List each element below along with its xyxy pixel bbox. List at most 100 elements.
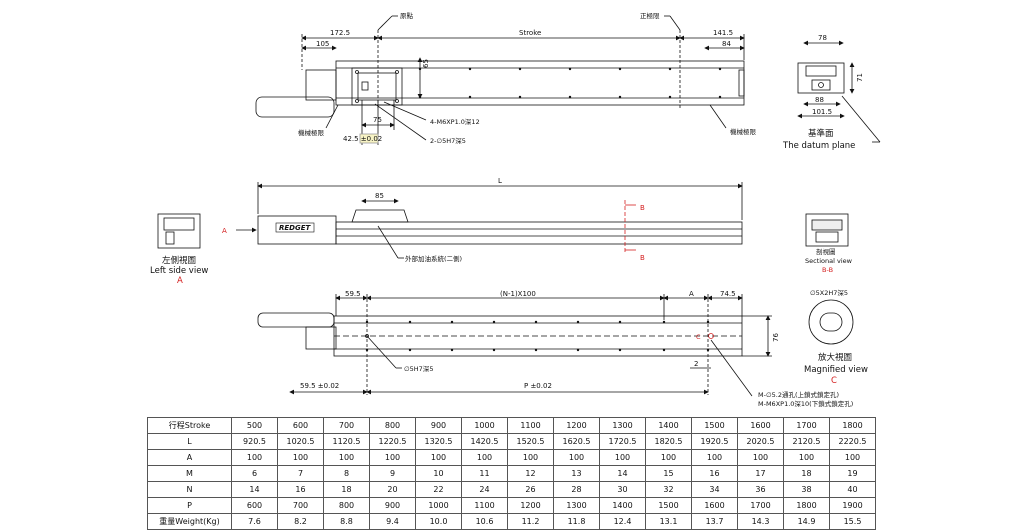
dim-88: 88 <box>815 96 824 104</box>
datum-plane-en: The datum plane <box>782 141 855 151</box>
bottom-view-text: 59.5 (N-1)X100 A 74.5 76 2 59.5 ±0.02 P … <box>300 290 853 408</box>
table-cell: 17 <box>737 465 784 482</box>
table-cell: 28 <box>553 481 600 498</box>
table-row-L: L 920.5 1020.5 1120.5 1220.5 1320.5 1420… <box>147 433 876 450</box>
table-cell: 1400 <box>599 497 646 514</box>
table-cell: 900 <box>369 497 416 514</box>
dim-85: 85 <box>375 192 384 200</box>
table-header-cell: 900 <box>415 417 462 434</box>
dim-59-5-tol: 59.5 ±0.02 <box>300 382 339 390</box>
table-cell: 12.4 <box>599 513 646 530</box>
dim-84: 84 <box>722 40 731 48</box>
table-cell: 600 <box>231 497 278 514</box>
table-cell: 14 <box>231 481 278 498</box>
magnified-view-en: Magnified view <box>804 365 868 375</box>
table-cell: 1620.5 <box>553 433 600 450</box>
table-header-cell: 1500 <box>691 417 738 434</box>
label-m6-thread: 4-M6XP1.0深12 <box>430 117 480 126</box>
dim-p-tol: P ±0.02 <box>524 382 552 390</box>
table-cell: P <box>147 497 232 514</box>
section-b-bottom: B <box>640 254 645 262</box>
table-cell: 100 <box>553 449 600 466</box>
table-cell: 1920.5 <box>691 433 738 450</box>
table-cell: 2120.5 <box>783 433 830 450</box>
label-pin-hole: 2-∅5H7深5 <box>430 136 466 145</box>
label-m-through-holes: M-∅5.2通孔(上鎖式鎖定孔) <box>758 390 839 399</box>
table-cell: 11 <box>461 465 508 482</box>
table-cell: 100 <box>507 449 554 466</box>
end-view-top <box>797 40 881 143</box>
magnified-view-tag: C <box>831 376 837 386</box>
table-cell: 38 <box>783 481 830 498</box>
motor-body <box>255 96 335 118</box>
table-cell: 16 <box>691 465 738 482</box>
side-carriage <box>351 209 409 223</box>
dim-65: 65 <box>422 59 430 68</box>
dim-101-5: 101.5 <box>812 108 832 116</box>
table-header-cell: 1200 <box>553 417 600 434</box>
table-header-cell: 1600 <box>737 417 784 434</box>
dim-n1x100: (N-1)X100 <box>500 290 536 298</box>
table-cell: 100 <box>277 449 324 466</box>
label-slot: ∅5X2H7深5 <box>810 288 848 297</box>
bottom-view <box>257 294 772 397</box>
table-header-cell: 1700 <box>783 417 830 434</box>
table-cell: 重量Weight(Kg) <box>147 513 232 530</box>
table-cell: 1220.5 <box>369 433 416 450</box>
top-view <box>255 15 745 145</box>
table-cell: 1700 <box>737 497 784 514</box>
magnified-view <box>808 299 854 345</box>
table-cell: N <box>147 481 232 498</box>
sectional-view-en: Sectional view <box>805 257 853 265</box>
dim-141-5: 141.5 <box>713 29 733 37</box>
table-header-cell: 500 <box>231 417 278 434</box>
left-side-view-cn: 左側視圖 <box>162 255 196 266</box>
table-header-cell: 800 <box>369 417 416 434</box>
table-cell: 100 <box>645 449 692 466</box>
table-cell: 1000 <box>415 497 462 514</box>
left-side-body <box>157 213 201 249</box>
table-cell: 1120.5 <box>323 433 370 450</box>
table-cell: 30 <box>599 481 646 498</box>
grease-system-label: 外部加油系統(二側) <box>405 254 462 263</box>
table-cell: 11.2 <box>507 513 554 530</box>
table-cell: 22 <box>415 481 462 498</box>
table-row-M: M 6 7 8 9 10 11 12 13 14 15 16 17 18 19 <box>147 465 876 482</box>
left-side-view <box>157 213 201 249</box>
dim-A: A <box>689 290 694 298</box>
table-cell: 700 <box>277 497 324 514</box>
table-cell: 1200 <box>507 497 554 514</box>
label-positive-limit: 正極限 <box>640 11 660 20</box>
dim-78: 78 <box>818 34 827 42</box>
table-row-A: A 100 100 100 100 100 100 100 100 100 10… <box>147 449 876 466</box>
table-cell: 2020.5 <box>737 433 784 450</box>
table-row-weight: 重量Weight(Kg) 7.6 8.2 8.8 9.4 10.0 10.6 1… <box>147 513 876 530</box>
dim-59-5: 59.5 <box>345 290 361 298</box>
dim-76: 76 <box>772 333 780 342</box>
table-cell: 100 <box>737 449 784 466</box>
table-header-cell: 1800 <box>829 417 876 434</box>
dim-172-5: 172.5 <box>330 29 350 37</box>
table-cell: 100 <box>231 449 278 466</box>
brand-label: REDGET <box>279 224 312 232</box>
table-header-cell: 1400 <box>645 417 692 434</box>
label-hole-5h7: ∅5H7深5 <box>404 364 433 373</box>
magnified-circle <box>808 299 854 345</box>
table-cell: 1020.5 <box>277 433 324 450</box>
dim-71: 71 <box>856 73 864 82</box>
sectional-view-cn: 剖視圖 <box>816 247 836 256</box>
table-cell: 32 <box>645 481 692 498</box>
table-cell: 18 <box>783 465 830 482</box>
section-b-top: B <box>640 204 645 212</box>
dim-75: 75 <box>373 116 382 124</box>
table-cell: 9.4 <box>369 513 416 530</box>
left-side-view-tag: A <box>177 276 183 286</box>
table-cell: 10.0 <box>415 513 462 530</box>
table-cell: 1520.5 <box>507 433 554 450</box>
table-header-cell: 600 <box>277 417 324 434</box>
side-view-text: REDGET L 85 A B B 外部加油系統(二側) <box>222 177 645 263</box>
table-cell: 34 <box>691 481 738 498</box>
table-cell: 1300 <box>553 497 600 514</box>
motor-housing <box>305 69 337 101</box>
table-cell: 36 <box>737 481 784 498</box>
